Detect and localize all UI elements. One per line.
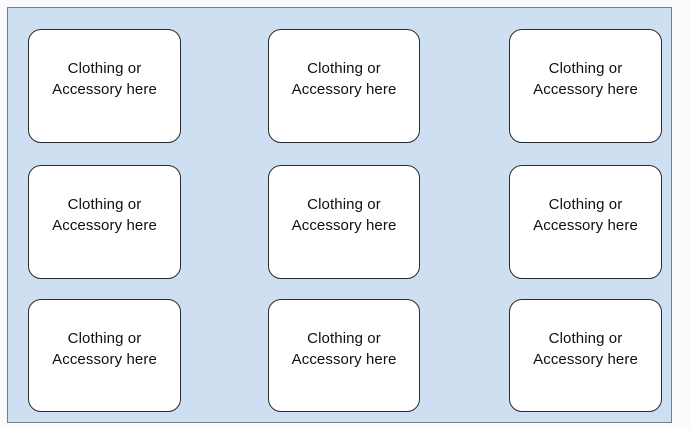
clothing-card[interactable]: Clothing or Accessory here xyxy=(509,165,662,279)
clothing-card-label: Clothing or Accessory here xyxy=(533,196,638,234)
card-grid: Clothing or Accessory here Clothing or A… xyxy=(8,8,671,422)
clothing-card-label: Clothing or Accessory here xyxy=(52,329,157,368)
clothing-card-label: Clothing or Accessory here xyxy=(52,196,157,234)
clothing-card-label: Clothing or Accessory here xyxy=(291,196,397,234)
clothing-card-label: Clothing or Accessory here xyxy=(291,60,397,98)
clothing-card[interactable]: Clothing or Accessory here xyxy=(28,29,181,143)
clothing-card[interactable]: Clothing or Accessory here xyxy=(268,165,420,279)
clothing-card-label: Clothing or Accessory here xyxy=(533,60,638,98)
clothing-card[interactable]: Clothing or Accessory here xyxy=(509,299,662,412)
clothing-card[interactable]: Clothing or Accessory here xyxy=(28,299,181,412)
clothing-card-label: Clothing or Accessory here xyxy=(52,60,157,98)
clothing-card[interactable]: Clothing or Accessory here xyxy=(268,299,420,412)
clothing-card-label: Clothing or Accessory here xyxy=(291,329,397,368)
clothing-grid-panel: Clothing or Accessory here Clothing or A… xyxy=(7,7,672,423)
clothing-card[interactable]: Clothing or Accessory here xyxy=(268,29,420,143)
clothing-card[interactable]: Clothing or Accessory here xyxy=(28,165,181,279)
clothing-card-label: Clothing or Accessory here xyxy=(533,329,638,368)
clothing-card[interactable]: Clothing or Accessory here xyxy=(509,29,662,143)
